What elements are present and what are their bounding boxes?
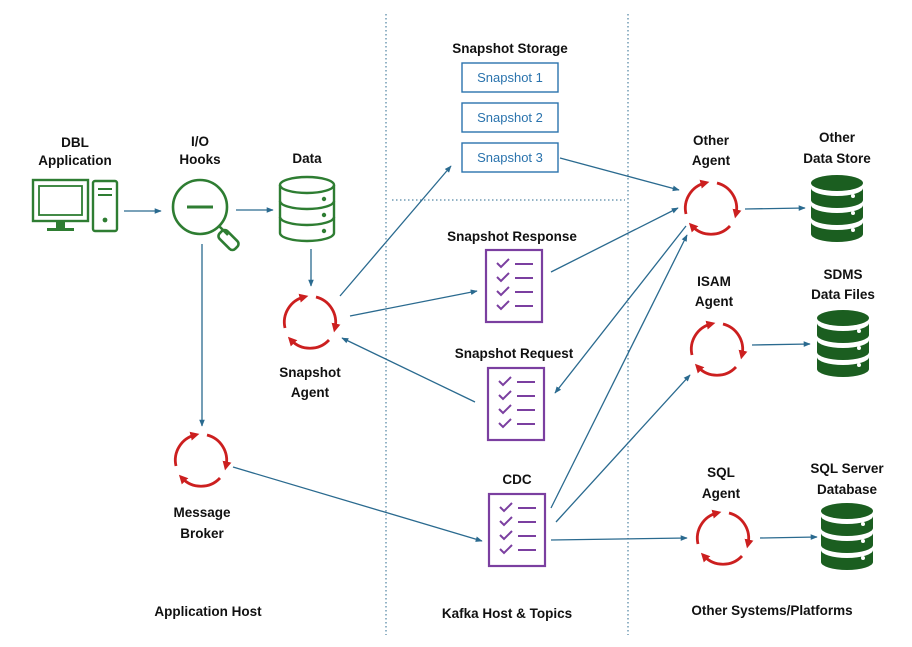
snapshot-response-checklist-icon [484,248,544,324]
message-broker-label-2: Broker [180,526,224,541]
other-agent-label-1: Other [693,133,730,148]
snapshot-request-checklist-icon [486,366,546,442]
sql-server-database-label-2: Database [817,482,878,497]
arrow-broker-to-cdc [232,466,483,542]
snapshot-agent-label-2: Agent [291,385,330,400]
sql-server-database-icon [821,503,873,570]
sdms-database-icon [817,310,869,377]
arrow-isam-agent-to-sdms [751,341,811,347]
snapshot-2-label: Snapshot 2 [477,110,543,125]
sql-agent-label-1: SQL [707,465,735,480]
isam-agent-sync-icon [691,324,742,375]
snapshot-agent-label-1: Snapshot [279,365,341,380]
data-label: Data [292,151,322,166]
data-database-icon [278,175,336,243]
message-broker-sync-icon [175,435,226,486]
arrow-cdc-to-other-agent [550,234,688,509]
arrow-sql-agent-to-sqlserver [759,534,818,540]
arrow-cdc-to-isam-agent [555,374,691,523]
sdms-label-2: Data Files [811,287,875,302]
snapshot-1-box: Snapshot 1 [461,62,559,93]
zone-label-kafka-host: Kafka Host & Topics [442,606,572,621]
arrow-request-to-snapshot-agent [341,337,476,403]
arrow-other-agent-to-store [744,205,806,211]
arrow-cdc-to-sql-agent [550,535,688,541]
snapshot-3-box: Snapshot 3 [461,142,559,173]
other-data-store-label-2: Data Store [803,151,871,166]
arrow-snapshot-agent-to-response [349,289,478,317]
zone-label-other-systems: Other Systems/Platforms [691,603,852,618]
snapshot-1-label: Snapshot 1 [477,70,543,85]
sql-agent-label-2: Agent [702,486,741,501]
other-data-store-label-1: Other [819,130,856,145]
other-agent-label-2: Agent [692,153,731,168]
other-data-store-database-icon [811,175,863,242]
snapshot-request-label: Snapshot Request [455,346,574,361]
io-hooks-label-2: Hooks [179,152,220,167]
isam-agent-label-1: ISAM [697,274,731,289]
cdc-checklist-icon [487,492,547,568]
sql-agent-sync-icon [697,513,748,564]
magnifier-icon [171,178,240,252]
arrow-other-agent-to-request [554,225,687,394]
snapshot-response-label: Snapshot Response [447,229,577,244]
snapshot-agent-sync-icon [284,297,335,348]
arrow-response-to-other-agent [550,207,679,273]
snapshot-3-label: Snapshot 3 [477,150,543,165]
computer-icon [31,178,119,233]
zone-label-application-host: Application Host [154,604,262,619]
sql-server-database-label-1: SQL Server [810,461,884,476]
arrow-storage-to-other-agent [559,157,680,192]
snapshot-storage-label: Snapshot Storage [452,41,568,56]
arrow-snapshot-agent-to-storage [339,165,452,297]
message-broker-label-1: Message [173,505,231,520]
dbl-application-label-2: Application [38,153,112,168]
io-hooks-label-1: I/O [191,134,209,149]
dbl-application-label-1: DBL [61,135,89,150]
connections [124,157,818,542]
sdms-label-1: SDMS [823,267,862,282]
cdc-label: CDC [502,472,531,487]
isam-agent-label-2: Agent [695,294,734,309]
snapshot-2-box: Snapshot 2 [461,102,559,133]
other-agent-sync-icon [685,183,736,234]
